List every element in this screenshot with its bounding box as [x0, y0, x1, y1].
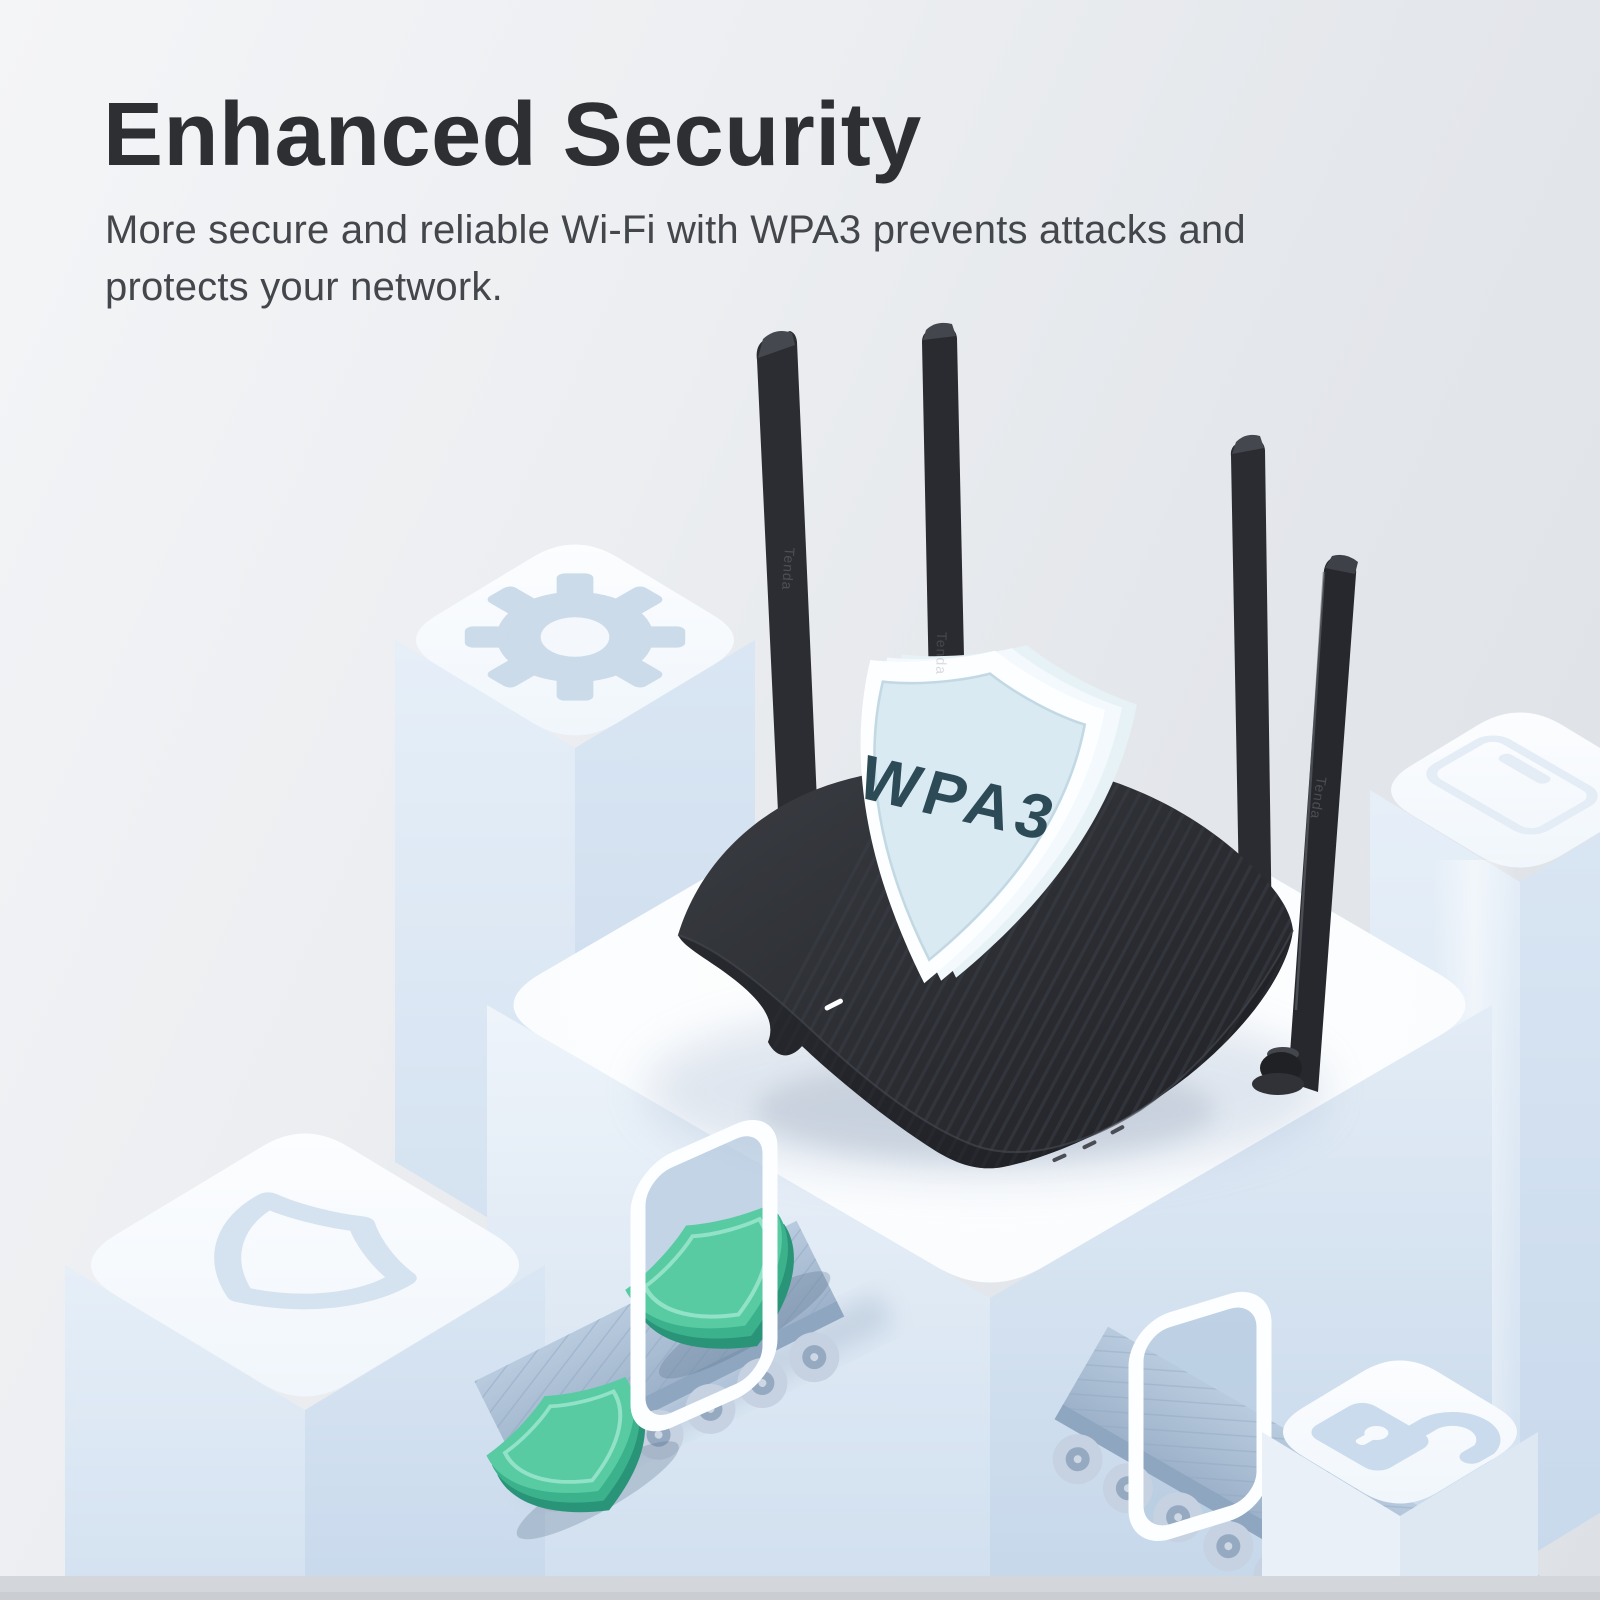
- open-padlock-icon: [1311, 1402, 1501, 1471]
- window-frame: [630, 1119, 778, 1432]
- router-antenna-4: [1288, 554, 1358, 1092]
- lock-pedestal: [1262, 1360, 1538, 1600]
- router-antenna-3: [1230, 434, 1272, 944]
- gear-icon: [464, 573, 686, 701]
- conveyor-with-shields: [419, 1119, 894, 1559]
- page-title: Enhanced Security: [103, 85, 922, 185]
- router-vents: [1052, 1125, 1125, 1163]
- page-subtitle: More secure and reliable Wi-Fi with WPA3…: [105, 208, 1246, 310]
- shield-pedestal: [65, 1133, 545, 1600]
- antenna-brand-label: Tenda: [779, 546, 798, 592]
- card-icon: [1426, 735, 1598, 835]
- router-antenna-1: [756, 331, 817, 812]
- antenna-brand-label: Tenda: [933, 631, 950, 676]
- window-frame: [1128, 1291, 1272, 1542]
- status-led: [824, 998, 843, 1011]
- shield-outline-icon: [214, 1192, 417, 1310]
- antenna-hinge: [1252, 1047, 1304, 1095]
